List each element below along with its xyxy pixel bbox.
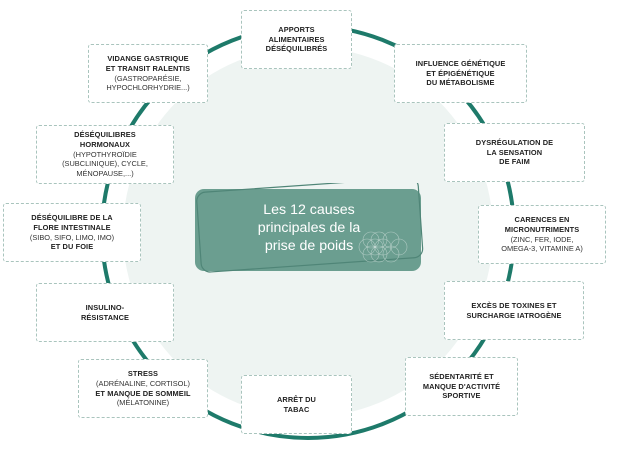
cause-title-line: SPORTIVE — [442, 391, 481, 401]
center-title-line-3: prise de poids — [264, 238, 354, 255]
cause-title-line: SURCHARGE IATROGÈNE — [466, 310, 562, 320]
cause-title-line: DE FAIM — [499, 157, 530, 167]
cause-title-line: APPORTS — [278, 24, 315, 34]
cause-title-line: STRESS — [127, 368, 159, 378]
cause-title-line: INSULINO- — [85, 302, 125, 312]
cause-detail-line: HYPOCHLORHYDRIE...) — [106, 83, 190, 93]
cause-title-line: LA SENSATION — [486, 147, 543, 157]
center-title: Les 12 causes principales de la prise de… — [193, 201, 425, 256]
cause-insulino-resistance: INSULINO-RÉSISTANCE — [36, 283, 174, 342]
cause-title-line: TABAC — [283, 404, 310, 414]
center-shape — [195, 183, 424, 273]
cause-title-line: DU MÉTABOLISME — [426, 78, 495, 88]
cause-title-line: MANQUE D'ACTIVITÉ — [422, 381, 501, 391]
cause-title-line: MICRONUTRIMENTS — [504, 224, 580, 234]
cause-detail-line: (SIBO, SIFO, LIMO, IMO) — [29, 232, 115, 242]
center-title-line-1: Les 12 causes — [263, 202, 355, 218]
cause-detail-line: (HYPOTHYROÏDIE — [73, 149, 137, 159]
cause-title-line: DÉSÉQUILIBRES — [74, 130, 136, 140]
cause-title-line: ET DU FOIE — [50, 242, 94, 252]
cause-title-line: ALIMENTAIRES — [268, 34, 325, 44]
cause-title-line: VIDANGE GASTRIQUE — [107, 53, 189, 63]
cause-title-line: ET TRANSIT RALENTIS — [105, 63, 191, 73]
flower-of-life-pattern — [358, 231, 408, 263]
cause-detail-line: (ZINC, FER, IODE, — [510, 234, 574, 244]
cause-title-line: DÉSÉQUILIBRE DE LA — [31, 212, 113, 222]
cause-title-line: EXCÈS DE TOXINES ET — [471, 300, 557, 310]
cause-title-line: RÉSISTANCE — [80, 312, 130, 322]
center-title-line-2: principales de la — [257, 220, 361, 237]
cause-detail-line: (ADRÉNALINE, CORTISOL) — [96, 378, 190, 388]
cause-stress-sommeil: STRESS(ADRÉNALINE, CORTISOL)ET MANQUE DE… — [78, 359, 208, 418]
cause-title-line: INFLUENCE GÉNÉTIQUE — [415, 58, 506, 68]
cause-detail-line: OMEGA-3, VITAMINE A) — [501, 244, 583, 254]
cause-detail-line: (SUBCLINIQUE), CYCLE, — [62, 159, 148, 169]
cause-detail-line: (MÉLATONINE) — [116, 398, 170, 408]
cause-title-line: ET MANQUE DE SOMMEIL — [95, 388, 191, 398]
center-outline — [196, 183, 424, 273]
cause-title-line: CARENCES EN — [514, 214, 570, 224]
cause-title-line: ARRÊT DU — [277, 394, 316, 404]
center-background — [195, 189, 421, 271]
cause-title-line: DYSRÉGULATION DE — [475, 137, 554, 147]
cause-detail-line: (GASTROPARÉSIE, — [114, 73, 182, 83]
cause-title-line: DÉSÉQUILIBRÉS — [265, 44, 328, 54]
cause-title-line: HORMONAUX — [79, 139, 131, 149]
center-title-box: Les 12 causes principales de la prise de… — [193, 183, 425, 276]
cause-title-line: SÉDENTARITÉ ET — [429, 371, 494, 381]
cause-title-line: FLORE INTESTINALE — [33, 222, 111, 232]
cause-title-line: ET ÉPIGÉNÉTIQUE — [426, 68, 495, 78]
cause-detail-line: MÉNOPAUSE,...) — [76, 169, 134, 179]
